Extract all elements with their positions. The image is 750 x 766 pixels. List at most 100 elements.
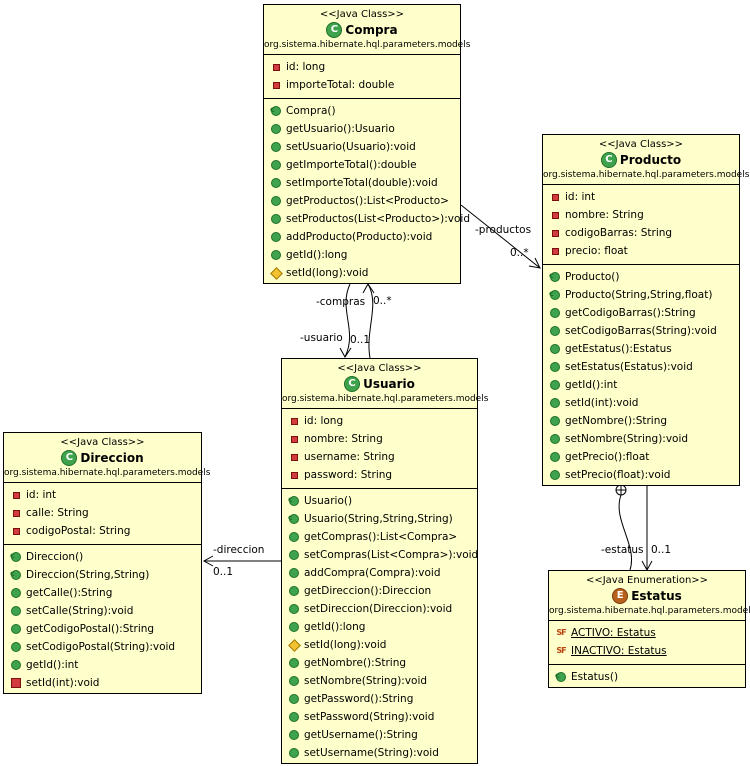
attribute-row[interactable]: username: String [282,448,477,466]
class-icon: C [326,22,343,38]
method-text: Compra() [286,105,336,117]
method-row[interactable]: setCalle(String):void [4,602,201,620]
method-row[interactable]: setCompras(List<Compra>):void [282,546,478,564]
method-row[interactable]: setId(int):void [4,674,201,692]
attribute-row[interactable]: importeTotal: double [264,76,460,94]
method-row[interactable]: getNombre():String [282,654,477,672]
attribute-row[interactable]: nombre: String [282,430,477,448]
attribute-row[interactable]: password: String [282,466,477,484]
attribute-row[interactable]: id: int [543,188,739,206]
attribute-text: password: String [304,469,393,481]
method-row[interactable]: setId(int):void [543,394,739,412]
method-row[interactable]: setId(long):void [282,636,477,654]
method-row[interactable]: setDireccion(Direccion):void [282,600,477,618]
method-marker [289,532,299,542]
method-row[interactable]: setNombre(String):void [543,430,739,448]
method-text: setProductos(List<Producto>):void [286,213,471,225]
attribute-row[interactable]: precio: float [543,242,739,260]
method-row[interactable]: setId(long):void [264,264,460,282]
attribute-row[interactable]: codigoBarras: String [543,224,739,242]
method-row[interactable]: setPrecio(float):void [543,466,739,484]
constructor-row[interactable]: Producto(String,String,float) [543,286,739,304]
method-row[interactable]: setUsuario(Usuario):void [264,138,460,156]
attribute-row[interactable]: nombre: String [543,206,739,224]
method-row[interactable]: getNombre():String [543,412,739,430]
method-marker [550,398,560,408]
method-text: getProductos():List<Producto> [286,195,449,207]
method-row[interactable]: setPassword(String):void [282,708,477,726]
constructor-row[interactable]: Usuario() [282,492,477,510]
method-row[interactable]: getId():long [264,246,460,264]
attribute-row[interactable]: id: int [4,486,201,504]
field-marker [551,193,559,201]
method-row[interactable]: getImporteTotal():double [264,156,460,174]
method-text: setNombre(String):void [565,433,689,445]
method-marker [289,730,299,740]
method-text: getUsername():String [304,729,418,741]
method-row[interactable]: setCodigoBarras(String):void [543,322,739,340]
enum-constant[interactable]: SF ACTIVO: Estatus [549,624,745,642]
public-method-icon [549,379,561,391]
static-final-icon: SF [555,627,567,639]
method-marker [550,272,560,282]
method-row[interactable]: getEstatus():Estatus [543,340,739,358]
attribute-row[interactable]: id: long [282,412,477,430]
method-row[interactable]: setProductos(List<Producto>):void [264,210,470,228]
method-row[interactable]: getCodigoBarras():String [543,304,739,322]
compra-methods: Compra() getUsuario():UsuariosetUsuario(U… [264,99,470,286]
method-row[interactable]: setCodigoPostal(String):void [4,638,201,656]
attribute-row[interactable]: id: long [264,58,460,76]
method-marker [11,624,21,634]
method-marker [271,124,281,134]
method-row[interactable]: getId():int [4,656,201,674]
constructor-row[interactable]: Producto() [543,268,739,286]
public-method-icon [288,693,300,705]
method-row[interactable]: getId():int [543,376,739,394]
method-row[interactable]: setUsername(String):void [282,744,477,762]
public-method-icon [549,397,561,409]
public-method-icon [549,343,561,355]
constructor-row[interactable]: Estatus() [549,668,745,686]
constructor-icon [288,513,300,525]
method-row[interactable]: setImporteTotal(double):void [264,174,460,192]
method-row[interactable]: getCalle():String [4,584,201,602]
method-row[interactable]: setNombre(String):void [282,672,477,690]
usuario-multiplicity-label: 0..1 [350,334,371,346]
method-row[interactable]: getPrecio():float [543,448,739,466]
constructor-row[interactable]: Direccion() [4,548,201,566]
method-marker [289,694,299,704]
method-row[interactable]: addProducto(Producto):void [264,228,460,246]
attribute-text: calle: String [26,507,89,519]
attribute-text: ACTIVO: Estatus [571,627,656,639]
attribute-row[interactable]: codigoPostal: String [4,522,201,540]
public-method-icon [270,123,282,135]
method-row[interactable]: getCodigoPostal():String [4,620,201,638]
attribute-row[interactable]: calle: String [4,504,201,522]
method-row[interactable]: getId():long [282,618,477,636]
method-row[interactable]: setEstatus(Estatus):void [543,358,739,376]
constructor-row[interactable]: Compra() [264,102,460,120]
method-row[interactable]: addCompra(Compra):void [282,564,477,582]
method-row[interactable]: getCompras():List<Compra> [282,528,477,546]
constructor-row[interactable]: Usuario(String,String,String) [282,510,477,528]
method-row[interactable]: getPassword():String [282,690,477,708]
method-text: setImporteTotal(double):void [286,177,438,189]
public-method-icon [270,231,282,243]
method-row[interactable]: getDireccion():Direccion [282,582,477,600]
method-text: getEstatus():Estatus [565,343,672,355]
field-marker [290,453,298,461]
method-row[interactable]: getUsername():String [282,726,477,744]
constructor-row[interactable]: Direccion(String,String) [4,566,201,584]
method-row[interactable]: getUsuario():Usuario [264,120,460,138]
private-field-icon [288,469,300,481]
method-text: setDireccion(Direccion):void [304,603,453,615]
method-row[interactable]: getProductos():List<Producto> [264,192,460,210]
